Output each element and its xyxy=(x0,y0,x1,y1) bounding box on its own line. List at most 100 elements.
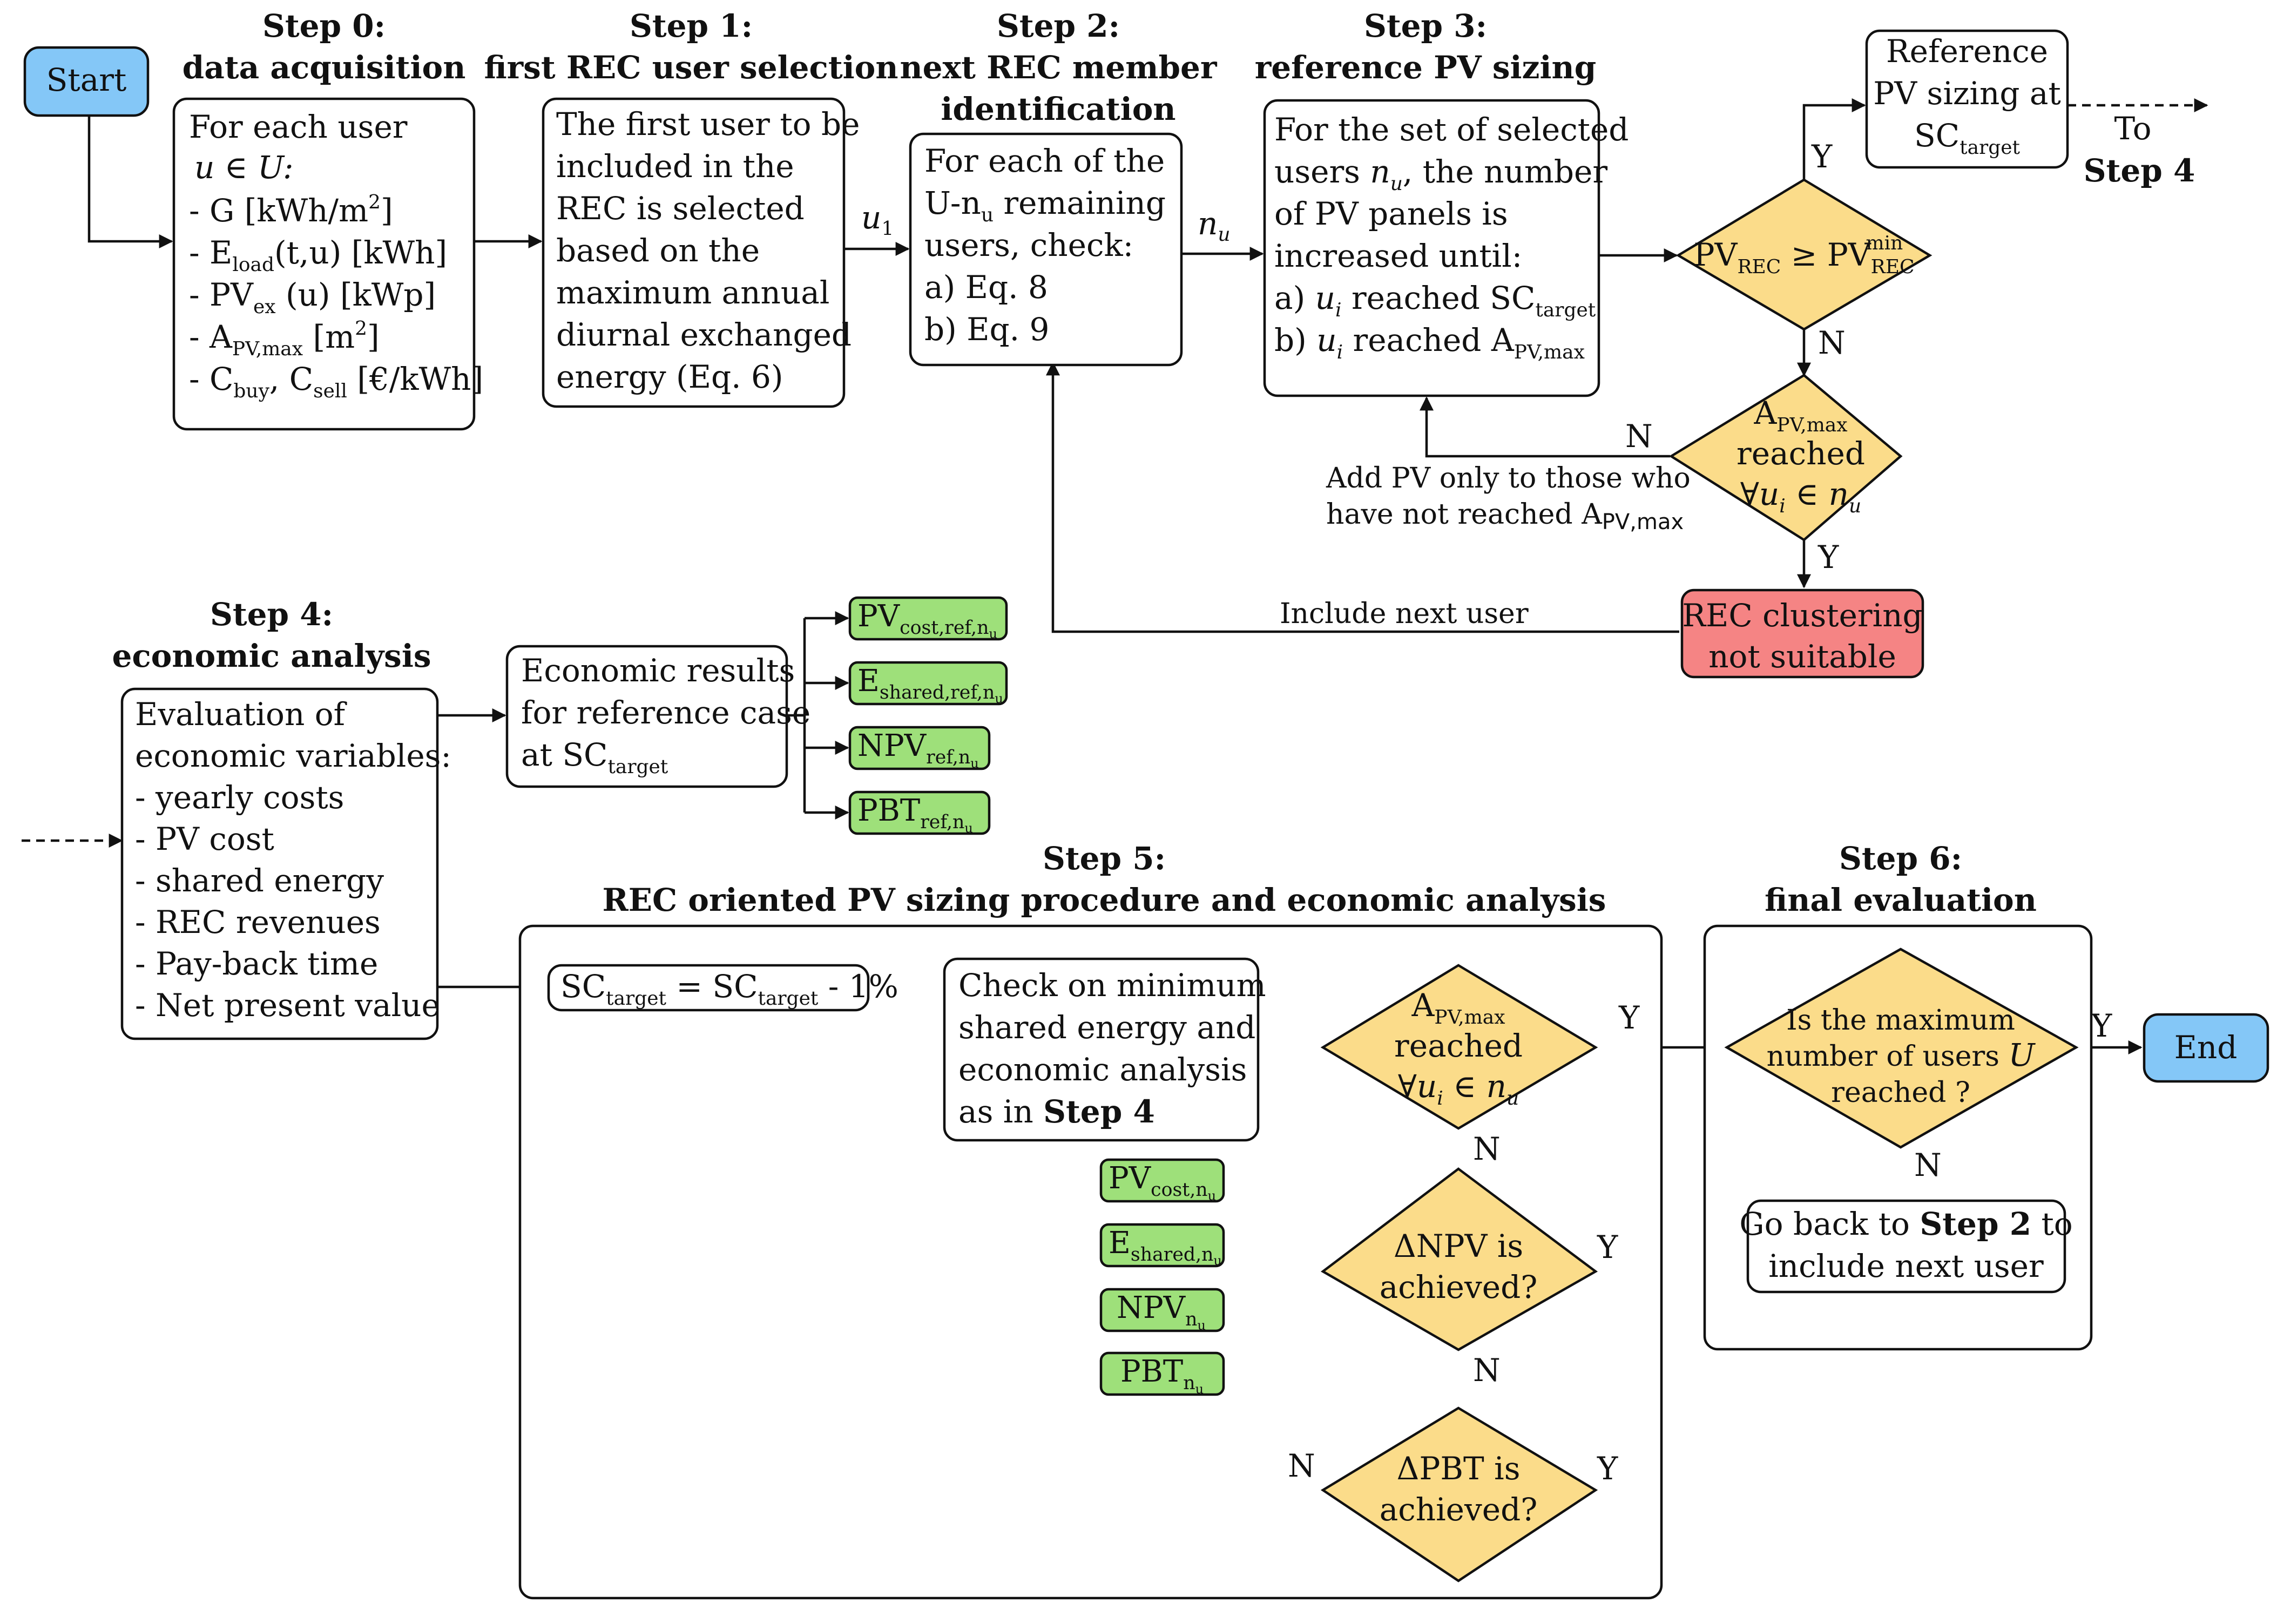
step2-heading-3: identification xyxy=(941,91,1175,127)
decision-delta-npv xyxy=(1320,1167,1598,1351)
step0-heading-1: Step 0: xyxy=(262,8,386,44)
decision3-text: APV,max reached ∀ui ∈ nu xyxy=(1394,987,1523,1109)
sc-target-text: SCtarget = SCtarget - 1% xyxy=(560,968,898,1010)
decision4-text: ΔNPV is achieved? xyxy=(1380,1228,1538,1305)
start-terminal xyxy=(23,46,150,117)
svg-text:Eshared,nu: Eshared,nu xyxy=(1109,1226,1222,1268)
step1-text: The first user to be included in the REC… xyxy=(556,106,860,395)
go-back-text: Go back to Step 2 to include next user xyxy=(1739,1206,2072,1284)
step0-line-7: - Cbuy, Csell [€/kWh] xyxy=(189,361,483,402)
output-pv-cost-ref xyxy=(848,596,1008,641)
output-npv xyxy=(1099,1288,1225,1332)
svg-text:Y: Y xyxy=(1817,539,1839,576)
output-pills xyxy=(848,596,1225,1396)
output-e-shared xyxy=(1099,1223,1225,1268)
svg-text:Y: Y xyxy=(1618,999,1640,1036)
decision-pv-rec-min xyxy=(1675,178,1933,331)
step3-line-6: b) ui reached APV,max xyxy=(1274,322,1585,363)
alert-line-2: not suitable xyxy=(1708,638,1896,675)
svg-text:∀ui ∈ nu: ∀ui ∈ nu xyxy=(1740,476,1861,517)
step1-box xyxy=(542,97,846,408)
step1-line-5: maximum annual xyxy=(556,274,829,311)
output-pbt xyxy=(1099,1351,1225,1396)
decision6-text: Is the maximum number of users U reached… xyxy=(1767,1004,2036,1109)
svg-text:PVcost,nu: PVcost,nu xyxy=(1109,1161,1216,1203)
decision-max-users xyxy=(1724,948,2079,1149)
process-boxes xyxy=(120,29,2093,1600)
svg-text:N: N xyxy=(1473,1352,1501,1389)
branch-econ-outputs xyxy=(787,618,806,813)
step3-text: For the set of selected users nu, the nu… xyxy=(1274,111,1629,363)
eval-line-4: - PV cost xyxy=(135,821,274,857)
check-text: Check on minimum shared energy and econo… xyxy=(958,967,1266,1130)
step2-text: For each of the U-nu remaining users, ch… xyxy=(924,143,1166,348)
step1-line-6: diurnal exchanged xyxy=(556,316,852,353)
eval-line-1: Evaluation of xyxy=(135,696,347,733)
step2-line-4: a) Eq. 8 xyxy=(924,269,1048,306)
svg-text:N: N xyxy=(1818,324,1846,361)
step2-heading-2: next REC member xyxy=(900,49,1217,86)
step1-heading-2: first REC user selection xyxy=(484,49,898,86)
svg-text:APV,max: APV,max xyxy=(1411,987,1505,1028)
step4-heading-1: Step 4: xyxy=(210,596,333,633)
svg-text:Is the maximum: Is the maximum xyxy=(1786,1004,2015,1037)
check-line-4: as in Step 4 xyxy=(958,1093,1155,1130)
step2-line-3: users, check: xyxy=(924,227,1133,263)
output-npv-ref xyxy=(848,726,991,770)
decision-delta-pbt xyxy=(1320,1406,1598,1582)
rec-clustering-alert xyxy=(1680,588,1924,679)
step5-heading-1: Step 5: xyxy=(1043,840,1166,877)
svg-text:reached ?: reached ? xyxy=(1831,1077,1970,1109)
step3-line-4: increased until: xyxy=(1274,238,1522,274)
reference-line-2: PV sizing at xyxy=(1873,75,2061,112)
step2-line-2: U-nu remaining xyxy=(924,185,1166,226)
arrow-include-next-user xyxy=(1046,361,1679,633)
arrow-decision1-yes xyxy=(1802,98,1866,180)
eval-line-6: - REC revenues xyxy=(135,904,381,940)
decision2-text: APV,max reached ∀ui ∈ nu xyxy=(1737,395,1865,517)
step3-line-3: of PV panels is xyxy=(1274,195,1508,232)
step0-line-5: - PVex (u) [kWp] xyxy=(189,276,436,318)
output-e-shared-ref xyxy=(848,661,1008,706)
step0-line-4: - Eload(t,u) [kWh] xyxy=(189,234,447,276)
svg-text:reached: reached xyxy=(1737,435,1865,472)
step1-line-1: The first user to be xyxy=(556,106,860,143)
svg-text:PBTnu: PBTnu xyxy=(1120,1354,1204,1397)
check-line-2: shared energy and xyxy=(958,1009,1255,1046)
output-pv-cost xyxy=(1099,1158,1225,1203)
go-back-box xyxy=(1746,1199,2066,1294)
svg-text:Eshared,ref,nu: Eshared,ref,nu xyxy=(857,664,1003,706)
svg-text:NPVref,nu: NPVref,nu xyxy=(857,728,979,771)
step1-line-4: based on the xyxy=(556,232,760,269)
step-headings: Step 0: data acquisition Step 1: first R… xyxy=(112,8,2036,918)
step0-box xyxy=(172,97,476,431)
goback-line-1: Go back to Step 2 to xyxy=(1739,1206,2072,1242)
alert-line-1: REC clustering xyxy=(1682,597,1922,634)
arrow-decision2-no xyxy=(1420,396,1670,458)
svg-text:Y: Y xyxy=(1597,1229,1618,1266)
check-line-3: economic analysis xyxy=(958,1051,1247,1088)
svg-text:u1: u1 xyxy=(861,199,894,240)
eval-line-3: - yearly costs xyxy=(135,779,344,816)
end-label: End xyxy=(2174,1029,2238,1066)
econ-line-2: for reference case xyxy=(521,694,810,731)
arrow-labels: u1 nu To Step 4 Add PV only to those who… xyxy=(861,110,2195,1487)
goback-line-2: include next user xyxy=(1768,1248,2044,1284)
step5-frame xyxy=(518,924,1663,1600)
evaluation-text: Evaluation of economic variables: - year… xyxy=(135,696,451,1024)
step1-heading-1: Step 1: xyxy=(630,8,753,44)
step2-heading-1: Step 2: xyxy=(997,8,1120,44)
svg-text:Step 4: Step 4 xyxy=(2084,152,2195,189)
svg-text:Add PV only to those who: Add PV only to those who xyxy=(1326,462,1691,495)
reference-line-1: Reference xyxy=(1886,33,2048,70)
end-terminal xyxy=(2143,1013,2269,1083)
step2-line-5: b) Eq. 9 xyxy=(924,311,1049,348)
step2-line-1: For each of the xyxy=(924,143,1165,179)
step3-line-2: users nu, the number xyxy=(1274,153,1607,195)
decision5-text: ΔPBT is achieved? xyxy=(1380,1450,1538,1528)
step0-line-3: - G [kWh/m2] xyxy=(189,191,393,229)
step3-box xyxy=(1263,99,1600,397)
eval-line-2: economic variables: xyxy=(135,737,451,774)
svg-text:nu: nu xyxy=(1198,205,1231,246)
step1-line-7: energy (Eq. 6) xyxy=(556,358,783,395)
